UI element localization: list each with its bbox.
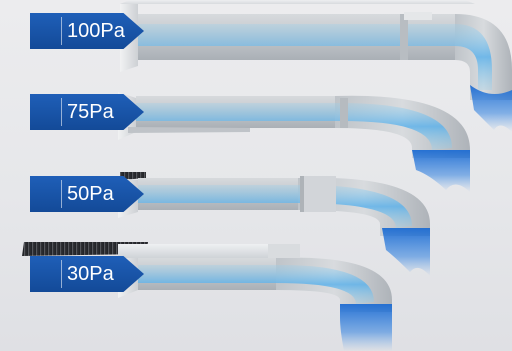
pressure-label-30pa: 30Pa [30, 256, 144, 292]
pressure-label-100pa: 100Pa [30, 13, 144, 49]
pressure-label-text: 100Pa [67, 20, 125, 42]
pressure-label-text: 50Pa [67, 183, 114, 205]
pressure-label-75pa: 75Pa [30, 94, 144, 130]
pressure-label-text: 30Pa [67, 263, 114, 285]
pressure-label-50pa: 50Pa [30, 176, 144, 212]
duct-system-75pa [118, 92, 470, 192]
pressure-label-text: 75Pa [67, 101, 114, 123]
